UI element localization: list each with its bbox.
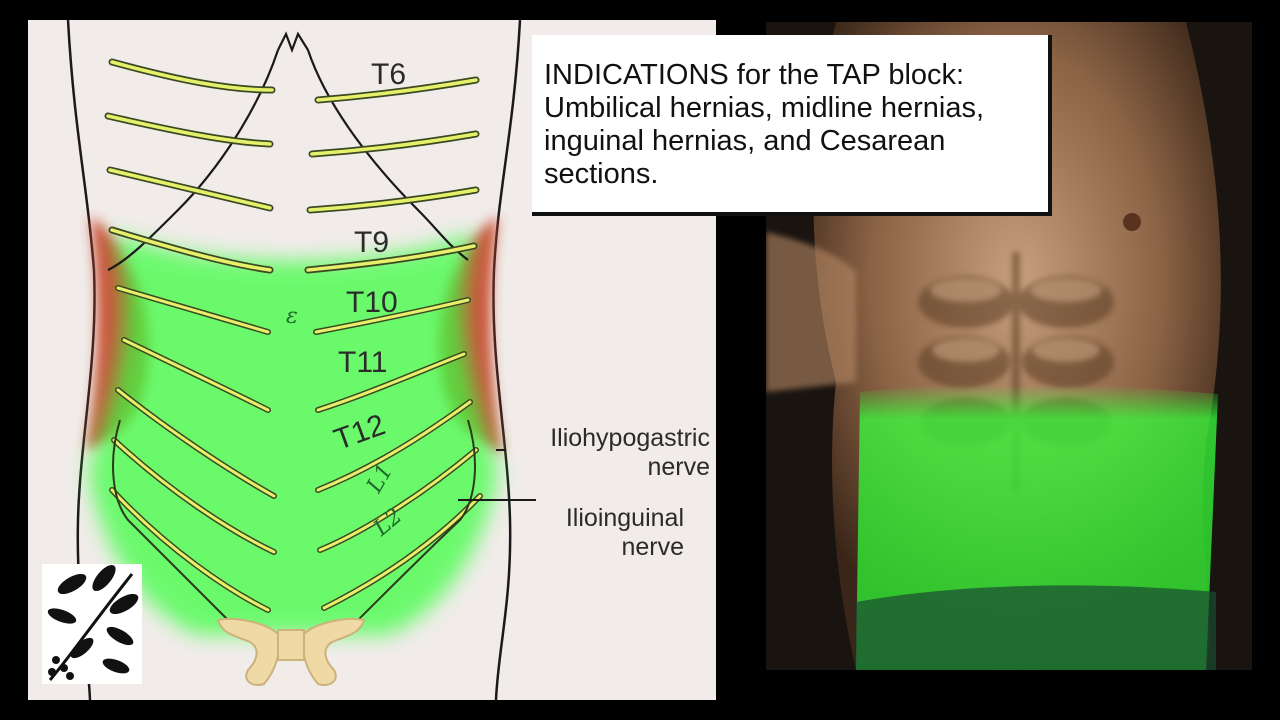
indications-callout: INDICATIONS for the TAP block: Umbilical… xyxy=(532,35,1052,216)
xiphoid xyxy=(277,31,309,54)
abdomen-photo-illustration xyxy=(766,22,1252,670)
iliohypogastric-label-line2: nerve xyxy=(647,453,710,481)
ilioinguinal-label-line1: Ilioinguinal xyxy=(565,504,684,532)
label-t9: T9 xyxy=(354,226,390,259)
label-t10: T10 xyxy=(346,286,398,319)
left-intercostal-nerves xyxy=(104,58,277,613)
left-costal-margin xyxy=(107,49,280,271)
left-iliac-crest xyxy=(112,419,239,631)
right-costal-margin xyxy=(306,49,469,261)
abdomen-photo xyxy=(766,22,1252,670)
label-t11: T11 xyxy=(338,346,388,379)
label-t6: T6 xyxy=(371,58,407,91)
torso-outline-right xyxy=(492,20,522,700)
pubic-symphysis xyxy=(216,618,281,686)
right-intercostal-nerves xyxy=(304,76,483,611)
leaf-logo xyxy=(42,564,142,684)
right-iliac-crest xyxy=(347,419,476,631)
iliohypogastric-label: Iliohypogastric nerve xyxy=(508,424,710,482)
umbilicus-mark: ε xyxy=(286,304,298,329)
ilioinguinal-label: Ilioinguinal nerve xyxy=(508,504,684,562)
indications-text: INDICATIONS for the TAP block: Umbilical… xyxy=(544,59,985,190)
dermatome-illustration xyxy=(66,20,536,700)
leaf-logo-icon xyxy=(47,564,139,681)
tap-block-green-zone xyxy=(88,232,498,635)
iliohypogastric-label-line1: Iliohypogastric xyxy=(550,424,710,452)
ilioinguinal-label-line2: nerve xyxy=(621,533,684,561)
